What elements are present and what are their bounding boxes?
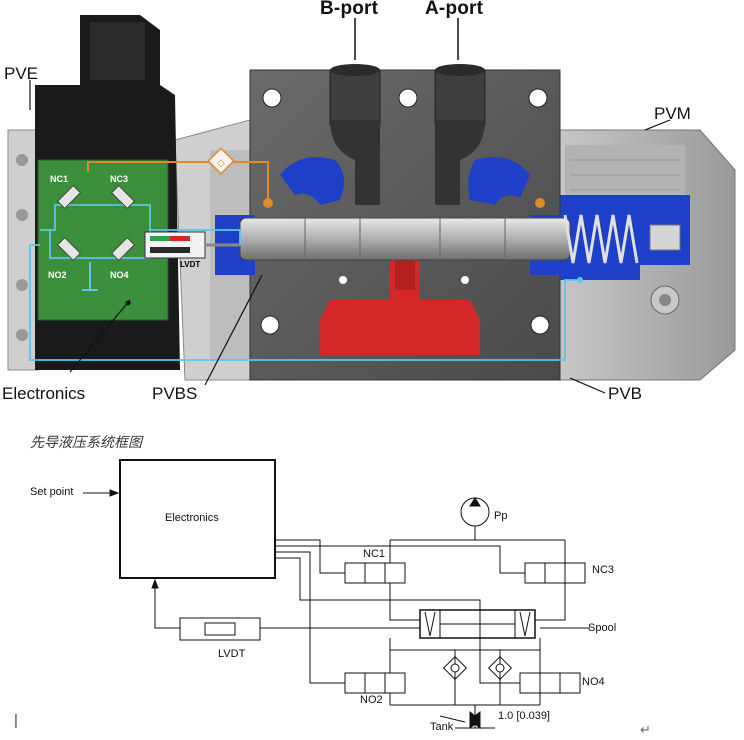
lvdt-box — [179, 617, 261, 641]
pcb — [37, 159, 169, 321]
valve-cutaway-illustration: ◇ — [7, 15, 736, 394]
pressure-channel — [320, 255, 480, 355]
b-port-label: B-port — [320, 0, 379, 19]
electronics-label: Electronics — [2, 384, 86, 403]
pp-label: Pp — [494, 510, 508, 522]
no4-valve — [519, 672, 581, 694]
schematic-title: 先导液压系统框图 — [30, 435, 142, 451]
nc3-valve — [524, 562, 586, 584]
pilot-line — [87, 161, 269, 203]
nc3-label: NC3 — [592, 564, 615, 576]
lvdt-photo-label: LVDT — [180, 260, 201, 269]
no4-label: NO4 — [582, 676, 605, 688]
a-port-tube — [434, 69, 486, 126]
pve-label: PVE — [4, 64, 39, 83]
b-port-tube — [329, 69, 381, 126]
lvdt-sensor — [144, 231, 206, 259]
return-channel-right — [468, 157, 530, 205]
text-cursor: | — [14, 712, 18, 729]
return-channel-left — [280, 157, 344, 205]
check-valve — [442, 655, 468, 681]
a-port-label: A-port — [425, 0, 484, 19]
main-spool — [239, 217, 571, 261]
no2-valve — [344, 672, 406, 694]
mount-hole — [262, 88, 282, 108]
no4-photo-label: NO4 — [110, 270, 129, 280]
no2-photo-label: NO2 — [48, 270, 67, 280]
tank-label: Tank — [430, 721, 454, 733]
spool-label: Spool — [588, 622, 617, 634]
nc1-photo-label: NC1 — [50, 174, 69, 184]
no2-label: NO2 — [360, 694, 383, 706]
nc1-valve — [344, 562, 406, 584]
pvbs-label: PVBS — [152, 384, 198, 403]
hydraulic-schematic — [83, 459, 590, 730]
pvb-label: PVB — [608, 384, 643, 403]
electronics-box — [119, 459, 276, 579]
nc1-label: NC1 — [363, 548, 386, 560]
return-mark: ↵ — [640, 722, 651, 737]
orifice-label: 1.0 [0.039] — [498, 710, 550, 722]
spool-symbol — [419, 609, 536, 639]
svg-text:◇: ◇ — [217, 158, 225, 169]
return-spring — [563, 214, 639, 264]
lvdt-label: LVDT — [218, 648, 246, 660]
pvm-label: PVM — [654, 104, 691, 123]
nc3-photo-label: NC3 — [110, 174, 129, 184]
set-point-label: Set point — [30, 486, 74, 498]
electronics-box-label: Electronics — [165, 512, 219, 524]
